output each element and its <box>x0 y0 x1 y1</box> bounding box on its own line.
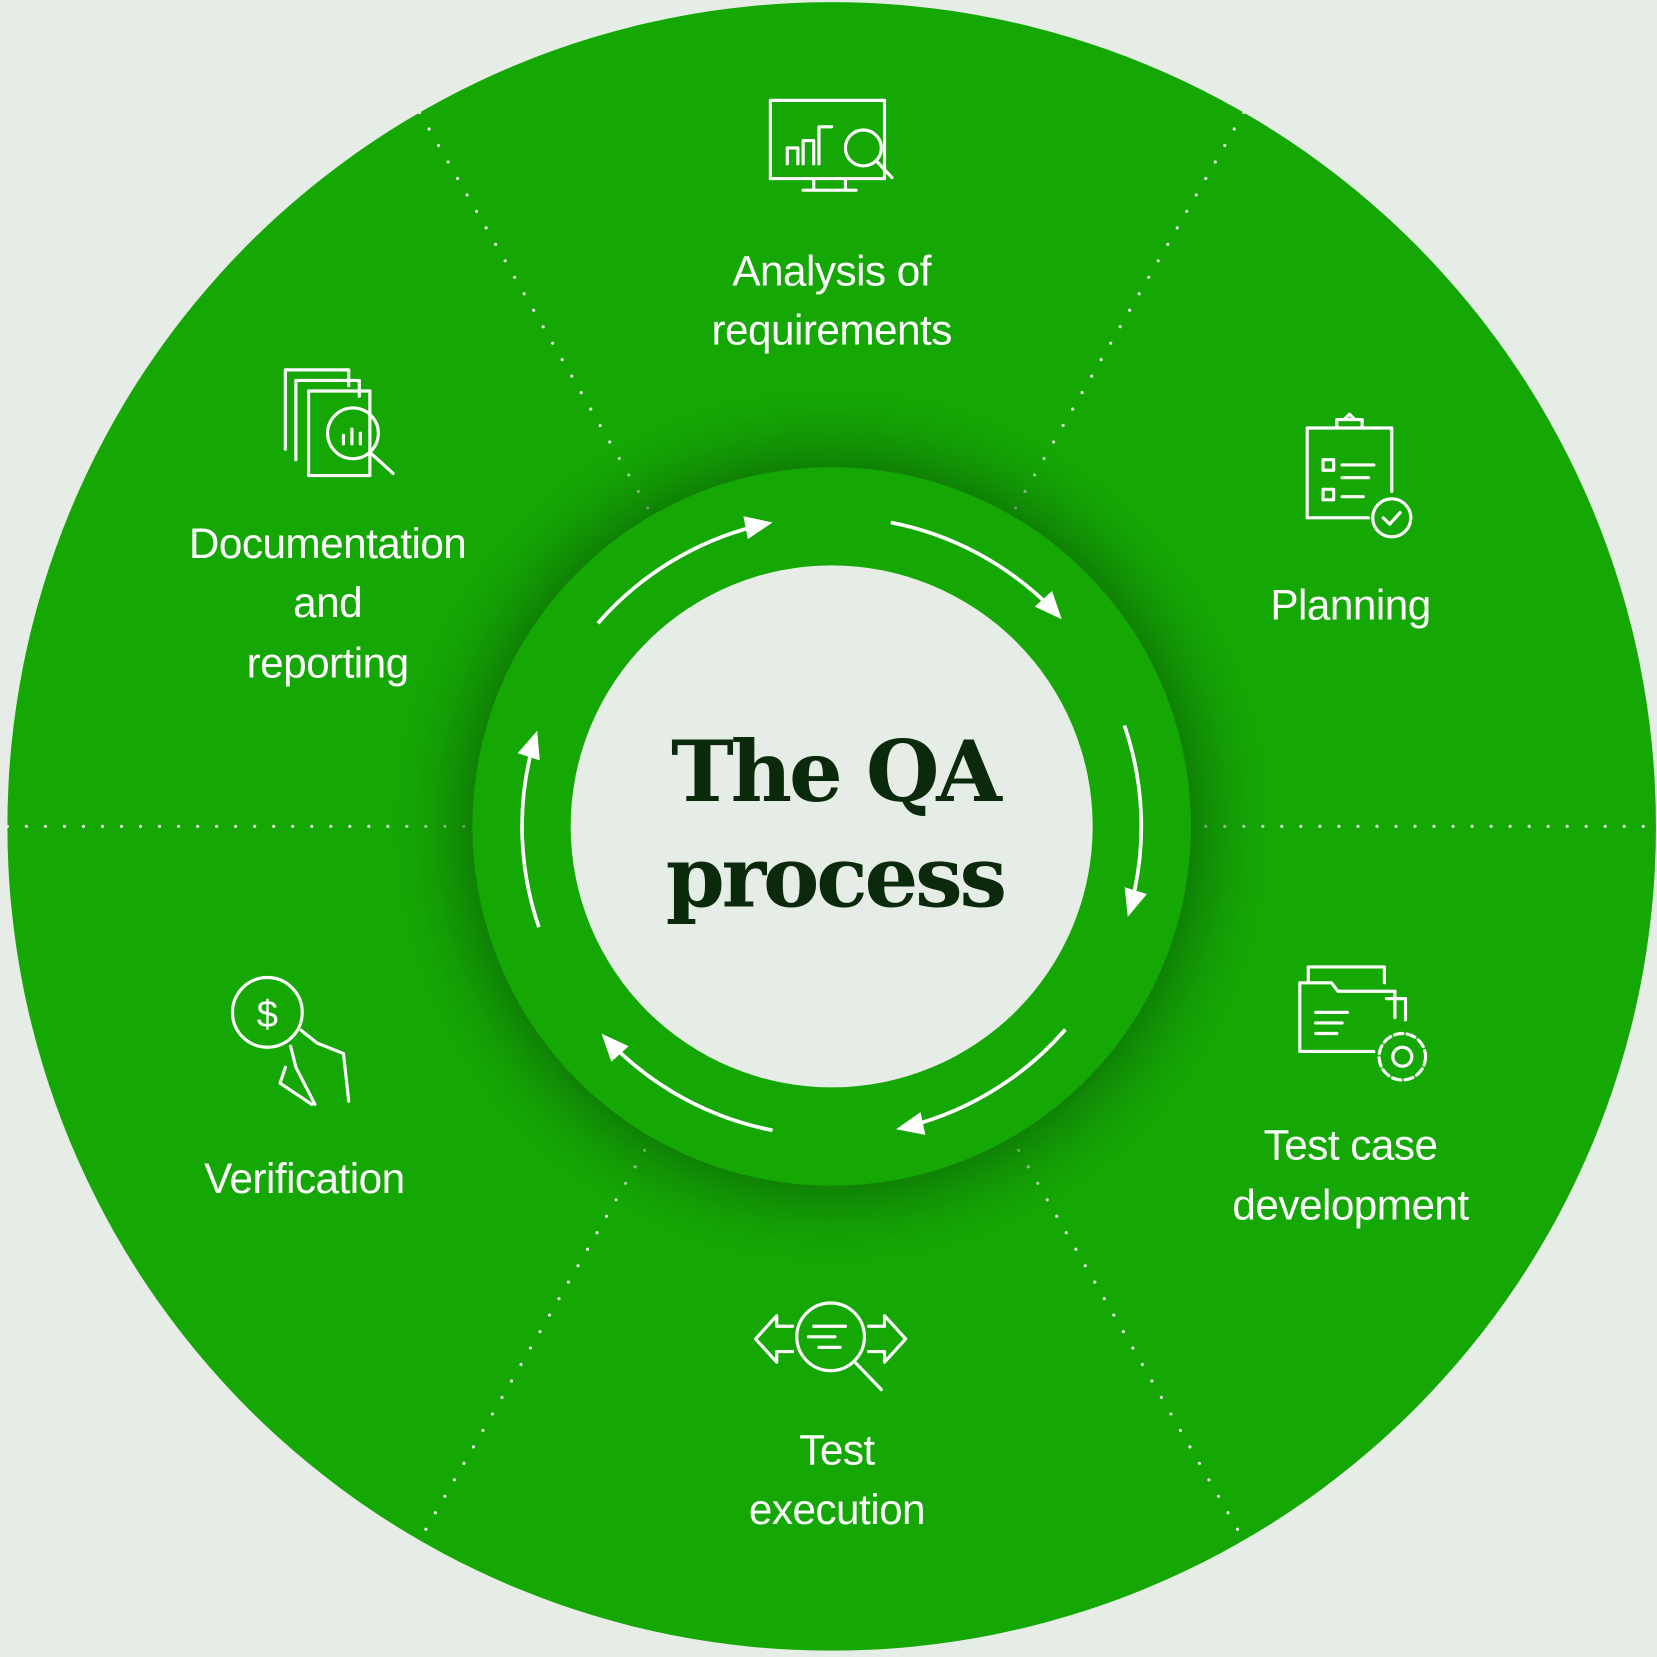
step-label: and <box>293 579 362 626</box>
step-label: development <box>1232 1182 1469 1229</box>
cycle-arrow-arc <box>911 1028 1067 1128</box>
step-label: execution <box>749 1486 925 1533</box>
step-label: Verification <box>204 1155 404 1202</box>
step-test-execution: Test execution <box>749 1427 926 1533</box>
search-arrows-icon <box>753 1301 908 1392</box>
documents-search-icon <box>283 368 395 478</box>
step-verification: Verification <box>204 1155 405 1202</box>
cycle-arrow-arc <box>1122 724 1144 902</box>
title-line-2: process <box>666 828 1005 927</box>
arrowhead <box>1034 591 1062 620</box>
step-label: Documentation <box>189 520 466 567</box>
step-planning: Planning <box>1270 581 1431 628</box>
step-documentation-and-reporting: Documentation and reporting <box>189 520 467 686</box>
arrowhead <box>1124 887 1147 917</box>
step-label: Planning <box>1270 581 1430 628</box>
step-test-case-development: Test case development <box>1232 1121 1470 1229</box>
monitor-chart-search-icon <box>768 98 894 192</box>
step-analysis-of-requirements: Analysis of requirements <box>712 247 953 354</box>
step-label: reporting <box>247 639 409 686</box>
arrowhead <box>743 516 773 540</box>
folder-gear-icon <box>1298 965 1428 1082</box>
cycle-arrow-arc <box>520 745 541 928</box>
title-line-1: The QA <box>671 722 1003 821</box>
center-circle <box>570 565 1093 1088</box>
hand-dollar-coin-icon: $ <box>230 975 351 1106</box>
step-label: Analysis of <box>732 247 931 294</box>
arrowhead <box>896 1112 926 1135</box>
step-label: Test <box>799 1427 875 1474</box>
svg-text:$: $ <box>257 994 278 1036</box>
arrowhead <box>517 730 540 761</box>
cycle-arrow-arc <box>596 524 758 625</box>
cycle-arrows <box>517 516 1147 1135</box>
step-label: requirements <box>712 307 952 354</box>
clipboard-checklist-icon <box>1305 412 1413 539</box>
arrowhead <box>601 1033 629 1062</box>
cycle-arrow-arc <box>611 1044 773 1133</box>
step-label: Test case <box>1264 1121 1438 1168</box>
cycle-arrow-arc <box>890 520 1052 609</box>
